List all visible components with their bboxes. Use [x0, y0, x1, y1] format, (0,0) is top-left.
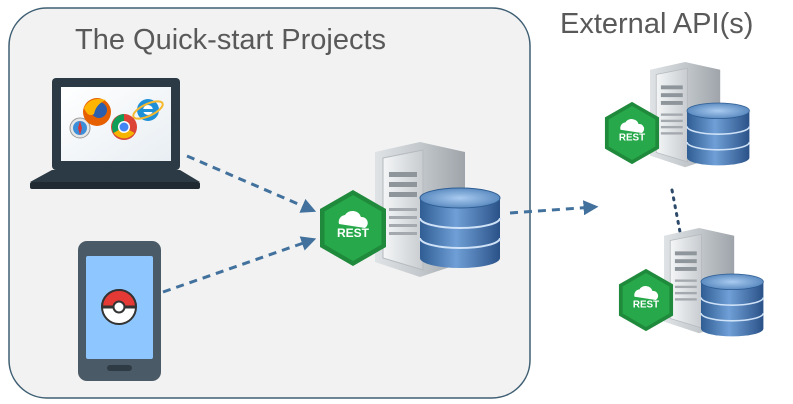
database-icon [419, 187, 501, 269]
database-icon [700, 273, 765, 338]
quickstart-title: The Quick-start Projects [75, 24, 387, 56]
firefox-icon [83, 98, 111, 126]
database-icon [686, 102, 751, 167]
external-api-title: External API(s) [560, 8, 754, 40]
ie-icon [132, 99, 164, 121]
rest-badge-icon: REST [618, 268, 674, 332]
pokeball-icon [100, 289, 138, 325]
phone-to-server-arrow [162, 236, 317, 294]
smartphone-icon [78, 241, 161, 381]
chrome-icon [111, 114, 137, 140]
external-api-server-top: REST [604, 61, 751, 168]
server-to-external-arrow [509, 200, 599, 216]
rest-badge-icon: REST [320, 190, 386, 266]
laptop-icon [30, 78, 200, 189]
rest-badge-label: REST [337, 226, 370, 240]
rest-badge-label: REST [633, 299, 659, 310]
external-api-server-bottom: REST [618, 227, 765, 338]
laptop-to-server-arrow [186, 154, 317, 213]
safari-icon [69, 117, 91, 139]
rest-badge-icon: REST [604, 101, 660, 165]
central-server-group: REST [320, 141, 501, 278]
external-connector [670, 188, 682, 234]
rest-badge-label: REST [619, 132, 645, 143]
